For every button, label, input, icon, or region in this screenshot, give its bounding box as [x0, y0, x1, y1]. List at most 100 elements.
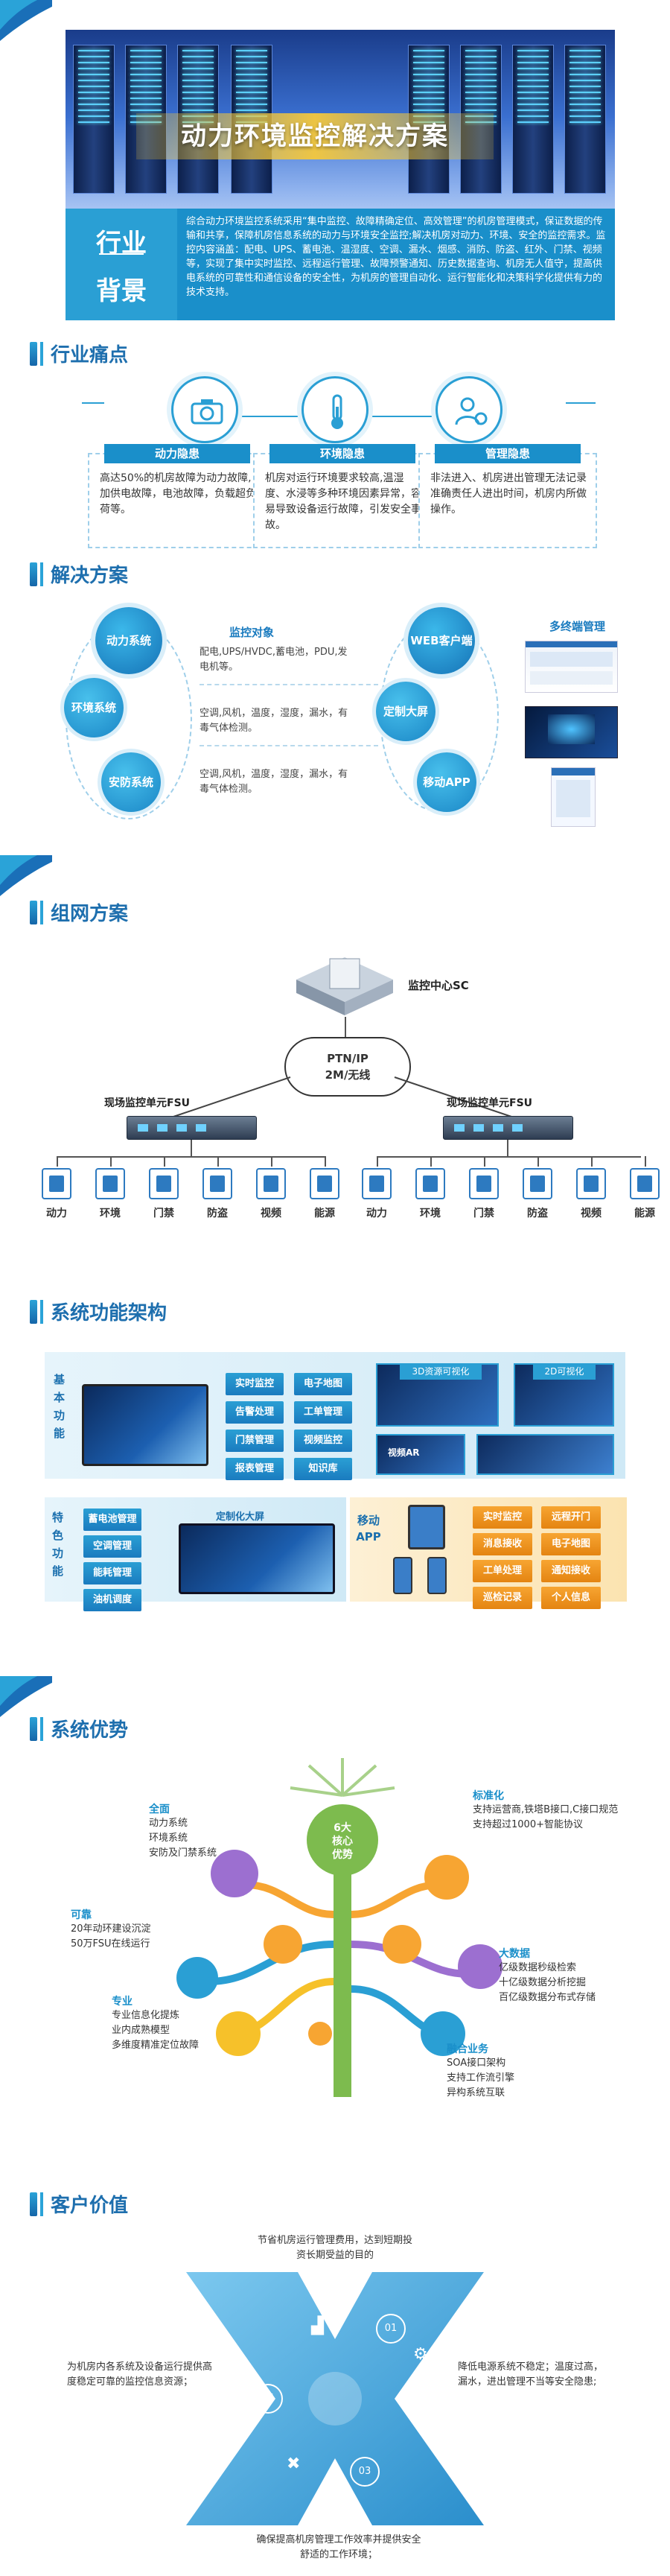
mobile-app-screenshot [551, 767, 596, 827]
mobile-app-label: 移动APP [356, 1514, 381, 1544]
pain-label: 管理隐患 [435, 444, 581, 463]
advantage-title: 标准化 [473, 1790, 504, 1802]
device-label: 门禁 [153, 1208, 174, 1219]
device-icon [256, 1168, 286, 1199]
phone-image [427, 1557, 447, 1594]
fsu-label-right: 现场监控单元FSU [447, 1097, 533, 1109]
pain-card-power: 动力隐患 高达50%的机房故障为动力故障,加供电故障，电池故障，负载超负荷等。 [88, 444, 267, 548]
device-label: 能源 [634, 1208, 655, 1219]
view-ar-image [476, 1434, 614, 1475]
device-icon [202, 1168, 232, 1199]
tablet-image [408, 1505, 445, 1549]
corner-decoration [0, 0, 52, 41]
big-screen-label: 定制化大屏 [216, 1511, 265, 1523]
device-label: 防盗 [207, 1208, 228, 1219]
function-button: 报表管理 [226, 1458, 284, 1480]
view-3d-label: 3D资源可视化 [400, 1363, 482, 1380]
blob-env-system: 环境系统 [64, 678, 124, 737]
function-button: 电子地图 [294, 1373, 352, 1395]
advantage-tree-graphic [176, 1758, 502, 2097]
big-screen-image [179, 1523, 335, 1594]
advantage-title: 融合业务 [447, 2043, 488, 2055]
device-label: 环境 [420, 1208, 441, 1219]
device-label: 环境 [100, 1208, 121, 1219]
function-button: 告警处理 [226, 1401, 284, 1424]
basic-screen-image [82, 1384, 208, 1466]
device-label: 门禁 [473, 1208, 494, 1219]
cloud-line1: PTN/IP [327, 1052, 368, 1065]
pain-circle-mgmt [436, 376, 502, 443]
user-gear-icon [455, 397, 488, 425]
device-icon [415, 1168, 445, 1199]
advantage-text: 亿级数据秒级检索十亿级数据分析挖掘百亿级数据分布式存储 [499, 1962, 596, 2003]
blob-power-system: 动力系统 [95, 607, 162, 674]
value-top-text: 节省机房运行管理费用，达到短期投资长期受益的目的 [257, 2235, 412, 2261]
special-functions-label: 特色功能 [52, 1511, 64, 1578]
value-num-04: 04 [253, 2384, 283, 2414]
multi-terminal-title: 多终端管理 [549, 620, 606, 633]
value-num-01: 01 [376, 2314, 406, 2344]
advantage-text: 动力系统环境系统安防及门禁系统 [149, 1818, 217, 1859]
monitor-text-power: 配电,UPS/HVDC,蓄电池，PDU,发电机等。 [200, 647, 348, 673]
section-title-architecture: 系统功能架构 [30, 1298, 167, 1325]
view-2d-panel: 2D可视化 [514, 1363, 614, 1427]
device-icon [576, 1168, 606, 1199]
fsu-device-right [443, 1116, 573, 1140]
background-label: 行业 背景 [66, 209, 177, 320]
phone-image [393, 1557, 412, 1594]
sliders-icon: ⫼ [216, 2380, 224, 2399]
function-button: 视频监控 [294, 1430, 352, 1452]
basic-functions-label: 基本功能 [54, 1373, 66, 1440]
view-ar-panel: 视频AR [376, 1434, 465, 1475]
background-label-line2: 背景 [96, 276, 147, 306]
device-icon [42, 1168, 71, 1199]
advantage-center-label: 6大核心优势 [332, 1822, 353, 1861]
web-client-screenshot [525, 641, 618, 693]
function-button: 油机调度 [83, 1589, 141, 1611]
function-button: 工单管理 [294, 1401, 352, 1424]
monitor-text-security: 空调,风机，温度，湿度，漏水，有毒气体检测。 [200, 769, 348, 795]
device-label: 动力 [46, 1208, 67, 1219]
function-button: 蓄电池管理 [83, 1509, 141, 1531]
corner-decoration [0, 855, 52, 896]
blob-web-client: WEB客户端 [408, 607, 475, 674]
fsu-device-left [127, 1116, 257, 1140]
view-ar-label: 视频AR [388, 1447, 420, 1458]
advantage-title: 可靠 [71, 1909, 92, 1921]
function-button: 能耗管理 [83, 1562, 141, 1584]
section-title-value: 客户价值 [30, 2190, 128, 2218]
device-icon [149, 1168, 179, 1199]
monitor-center-label: 监控中心SC [408, 979, 469, 992]
device-icon [310, 1168, 339, 1199]
function-button: 实时监控 [473, 1506, 532, 1529]
section-title-advantage: 系统优势 [30, 1715, 128, 1742]
pain-label: 环境隐患 [269, 444, 415, 463]
advantage-text: SOA接口架构支持工作流引擎异构系统互联 [447, 2058, 515, 2098]
advantage-title: 专业 [112, 1996, 133, 2008]
device-label: 能源 [314, 1208, 335, 1219]
cloud-line2: 2M/无线 [325, 1068, 371, 1082]
value-left-text: 为机房内各系统及设备运行提供高度稳定可靠的监控信息资源； [67, 2361, 213, 2388]
device-icon [630, 1168, 660, 1199]
function-button: 实时监控 [226, 1373, 284, 1395]
monitor-title: 监控对象 [229, 626, 275, 639]
device-label: 防盗 [527, 1208, 548, 1219]
background-label-line1: 行业 [96, 229, 147, 258]
value-bottom-text: 确保提高机房管理工作效率并提供安全舒适的工作环境； [256, 2534, 421, 2560]
big-screen-screenshot [525, 706, 618, 758]
advantage-text: 支持运营商,铁塔B接口,C接口规范支持超过1000+智能协议 [473, 1804, 619, 1830]
function-button: 远程开门 [541, 1506, 601, 1529]
hero-title: 动力环境监控解决方案 [136, 113, 494, 159]
pain-text: 非法进入、机房进出管理无法记录准确责任人进出时间，机房内所做操作。 [430, 472, 587, 515]
function-button: 个人信息 [541, 1587, 601, 1609]
thermometer-icon [331, 394, 343, 429]
pain-card-env: 环境隐患 机房对运行环境要求较高,温湿度、水浸等多种环境因素异常，容易导致设备运… [253, 444, 432, 548]
advantage-title: 全面 [149, 1803, 170, 1815]
device-label: 动力 [366, 1208, 387, 1219]
tools-icon: ✖ [287, 2455, 301, 2473]
section-title-solution: 解决方案 [30, 560, 128, 588]
pain-text: 高达50%的机房故障为动力故障,加供电故障，电池故障，负载超负荷等。 [100, 472, 256, 515]
blob-mobile-app: 移动APP [417, 752, 476, 812]
pain-circle-power [171, 376, 238, 443]
function-button: 巡检记录 [473, 1587, 532, 1609]
